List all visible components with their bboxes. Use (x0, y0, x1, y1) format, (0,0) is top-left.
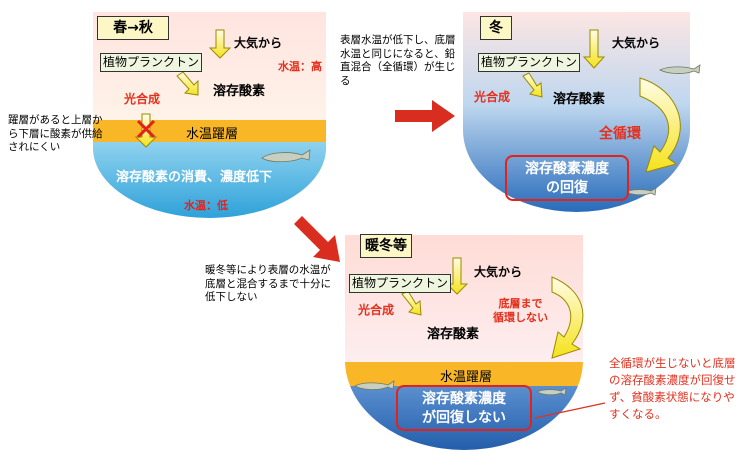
blocked-arrow-icon (134, 113, 158, 148)
partial-circulation-arrow-icon (551, 276, 584, 359)
season-label-winter: 冬 (480, 16, 512, 40)
conclusion-pointer (534, 402, 606, 419)
from-air-label-warm: 大気から (474, 265, 523, 279)
photosynthesis-arrow-icon (176, 71, 543, 316)
transition-arrow-down-icon (294, 216, 340, 262)
air-arrow-icon (208, 29, 606, 295)
spring-basin (93, 12, 326, 218)
no-circulation-line2: 循環しない (493, 311, 548, 324)
circulation-arrow-icon (639, 77, 681, 173)
full-circulation-label: 全循環 (599, 126, 641, 142)
water-temp-low-label: 水温：低 (184, 199, 228, 212)
do-no-recovery-box: 溶存酸素濃度 が回復しない (396, 385, 532, 431)
plankton-label-winter: 植物プランクトン (478, 53, 580, 72)
thermocline-note: 躍層があると上層から下層に酸素が供給されにくい (8, 114, 103, 153)
dissolved-oxygen-label: 溶存酸素 (213, 84, 266, 99)
do-consumption-label: 溶存酸素の消費、濃度低下 (116, 170, 273, 185)
do-recovery-box: 溶存酸素濃度 の回復 (505, 155, 629, 201)
transition-note-winter: 表層水温が低下し、底層水温と同じになると、鉛直混合（全循環）が生じる (340, 34, 456, 87)
do-no-recovery-line1: 溶存酸素濃度 (422, 391, 506, 407)
season-label-warm: 暖冬等 (360, 234, 412, 258)
do-no-recovery-line2: が回復しない (422, 410, 506, 426)
water-temp-high-label: 水温：高 (278, 60, 322, 73)
dissolved-oxygen-label-warm: 溶存酸素 (427, 327, 480, 342)
thermocline-label-warm: 水温躍層 (440, 370, 493, 385)
transition-note-warm: 暖冬等により表層の水温が底層と混合するまで十分に低下しない (205, 264, 331, 303)
fish-icon (261, 64, 701, 396)
photosynthesis-label-winter: 光合成 (474, 90, 511, 104)
from-air-label: 大気から (234, 36, 283, 50)
dissolved-oxygen-label-winter: 溶存酸素 (553, 92, 606, 107)
plankton-label-warm: 植物プランクトン (349, 274, 451, 293)
photosynthesis-label-warm: 光合成 (358, 303, 395, 317)
season-label-spring: 春→秋 (97, 16, 169, 40)
photosynthesis-label: 光合成 (124, 92, 161, 106)
do-recovery-line1: 溶存酸素濃度 (525, 161, 609, 177)
plankton-label: 植物プランクトン (100, 53, 202, 72)
winter-basin (463, 12, 690, 212)
no-circulation-label: 底層まで 循環しない (493, 297, 548, 325)
do-recovery-line2: の回復 (546, 180, 588, 196)
transition-arrow-right-icon (395, 100, 455, 132)
conclusion-note: 全循環が生じないと底層の溶存酸素濃度が回復せず、貧酸素状態になりやすくなる。 (609, 356, 736, 421)
warm-thermocline-band (345, 362, 583, 386)
no-circulation-line1: 底層まで (498, 297, 543, 310)
from-air-label-winter: 大気から (612, 36, 661, 50)
thermocline-label: 水温躍層 (186, 127, 239, 142)
